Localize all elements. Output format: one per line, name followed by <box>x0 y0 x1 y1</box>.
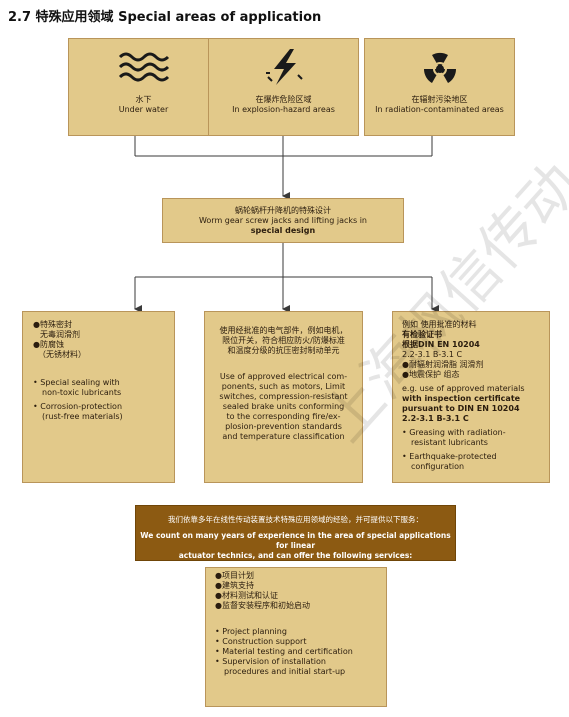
text-line: 例如 使用批准的材料 <box>402 320 477 329</box>
text-line: • Corrosion-protection <box>33 402 123 411</box>
special-design-box: 蜗轮蜗杆升降机的特殊设计 Worm gear screw jacks and l… <box>162 198 404 243</box>
special-design-en-bold: special design <box>250 226 316 235</box>
text-line: （无锈材料） <box>38 350 86 359</box>
waves-icon <box>118 52 169 82</box>
text-line: sealed brake units conforming <box>222 402 345 411</box>
section-heading: 2.7 特殊应用领域 Special areas of application <box>8 10 322 25</box>
area-label-en: In explosion-hazard areas <box>232 105 335 114</box>
text-line: 2.2-3.1 B-3.1 C <box>402 414 469 423</box>
text-line: resistant lubricants <box>411 438 488 447</box>
special-design-en: Worm gear screw jacks and lifting jacks … <box>198 216 368 225</box>
text-line: with inspection certificate <box>402 394 521 403</box>
explosion-icon <box>265 49 303 85</box>
text-line: ●材料测试和认证 <box>215 591 278 600</box>
experience-zh: 我们依靠多年在线性传动装置技术特殊应用领域的经验，并可提供以下服务： <box>168 515 423 524</box>
area-label-zh: 在辐射污染地区 <box>411 95 468 104</box>
area-label-en: Under water <box>118 105 169 114</box>
text-line: Use of approved electrical com- <box>219 372 348 381</box>
text-line: pursuant to DIN EN 10204 <box>402 404 520 413</box>
text-line: 使用经批准的电气部件，例如电机， <box>219 326 348 335</box>
text-line: ●特殊密封 <box>33 320 72 329</box>
area-label-zh: 在爆炸危险区域 <box>255 95 312 104</box>
text-line: • Supervision of installation <box>215 657 326 666</box>
text-line: ●建筑支持 <box>215 581 254 590</box>
text-line: • Special sealing with <box>33 378 120 387</box>
text-line: configuration <box>411 462 465 471</box>
text-line: procedures and initial start-up <box>224 667 346 676</box>
column-sealing: ●特殊密封 无毒润滑剂 ●防腐蚀 （无锈材料） • Special sealin… <box>22 311 175 483</box>
area-label-zh: 水下 <box>135 95 152 104</box>
text-line: 根据DIN EN 10204 <box>402 340 480 349</box>
text-line: ●监督安装程序和初始启动 <box>215 601 310 610</box>
text-line: ●项目计划 <box>215 571 254 580</box>
text-line: ponents, such as motors, Limit <box>221 382 346 391</box>
text-line: non-toxic lubricants <box>42 388 122 397</box>
special-design-zh: 蜗轮蜗杆升降机的特殊设计 <box>235 206 331 215</box>
experience-en-2: actuator technics, and can offer the fol… <box>178 551 413 560</box>
text-line: switches, compression-resistant <box>219 392 348 401</box>
column-electrical: 使用经批准的电气部件，例如电机， 限位开关，符合相应防火/防爆标准 和温度分级的… <box>204 311 363 483</box>
services-box: ●项目计划 ●建筑支持 ●材料测试和认证 ●监督安装程序和初始启动 • Proj… <box>205 567 387 707</box>
experience-en-1: We count on many years of experience in … <box>140 531 451 550</box>
text-line: ●地震保护 组态 <box>402 370 460 379</box>
text-line: • Project planning <box>215 627 287 636</box>
text-line: • Material testing and certification <box>215 647 353 656</box>
experience-banner: 我们依靠多年在线性传动装置技术特殊应用领域的经验，并可提供以下服务： We co… <box>135 505 456 561</box>
column-materials: 例如 使用批准的材料 有检验证书 根据DIN EN 10204 2.2-3.1 … <box>392 311 550 483</box>
area-explosion: 在爆炸危险区域 In explosion-hazard areas <box>208 38 359 136</box>
text-line: 无毒润滑剂 <box>40 330 80 339</box>
text-line: • Earthquake-protected <box>402 452 497 461</box>
text-line: 有检验证书 <box>402 330 442 339</box>
area-radiation: 在辐射污染地区 In radiation-contaminated areas <box>364 38 515 136</box>
radiation-icon <box>423 52 456 83</box>
text-line: to the corresponding fire/ex- <box>226 412 341 421</box>
text-line: • Greasing with radiation- <box>402 428 506 437</box>
text-line: e.g. use of approved materials <box>402 384 525 393</box>
text-line: 限位开关，符合相应防火/防爆标准 <box>222 336 345 345</box>
text-line: ●防腐蚀 <box>33 340 64 349</box>
text-line: plosion-prevention standards <box>225 422 342 431</box>
text-line: • Construction support <box>215 637 307 646</box>
area-label-en: In radiation-contaminated areas <box>375 105 504 114</box>
text-line: 2.2-3.1 B-3.1 C <box>402 350 463 359</box>
text-line: 和温度分级的抗压密封制动单元 <box>227 346 340 355</box>
text-line: and temperature classification <box>222 432 345 441</box>
area-underwater: 水下 Under water <box>68 38 219 136</box>
text-line: ●耐辐射润滑脂 润滑剂 <box>402 360 484 369</box>
text-line: (rust-free materials) <box>42 412 123 421</box>
